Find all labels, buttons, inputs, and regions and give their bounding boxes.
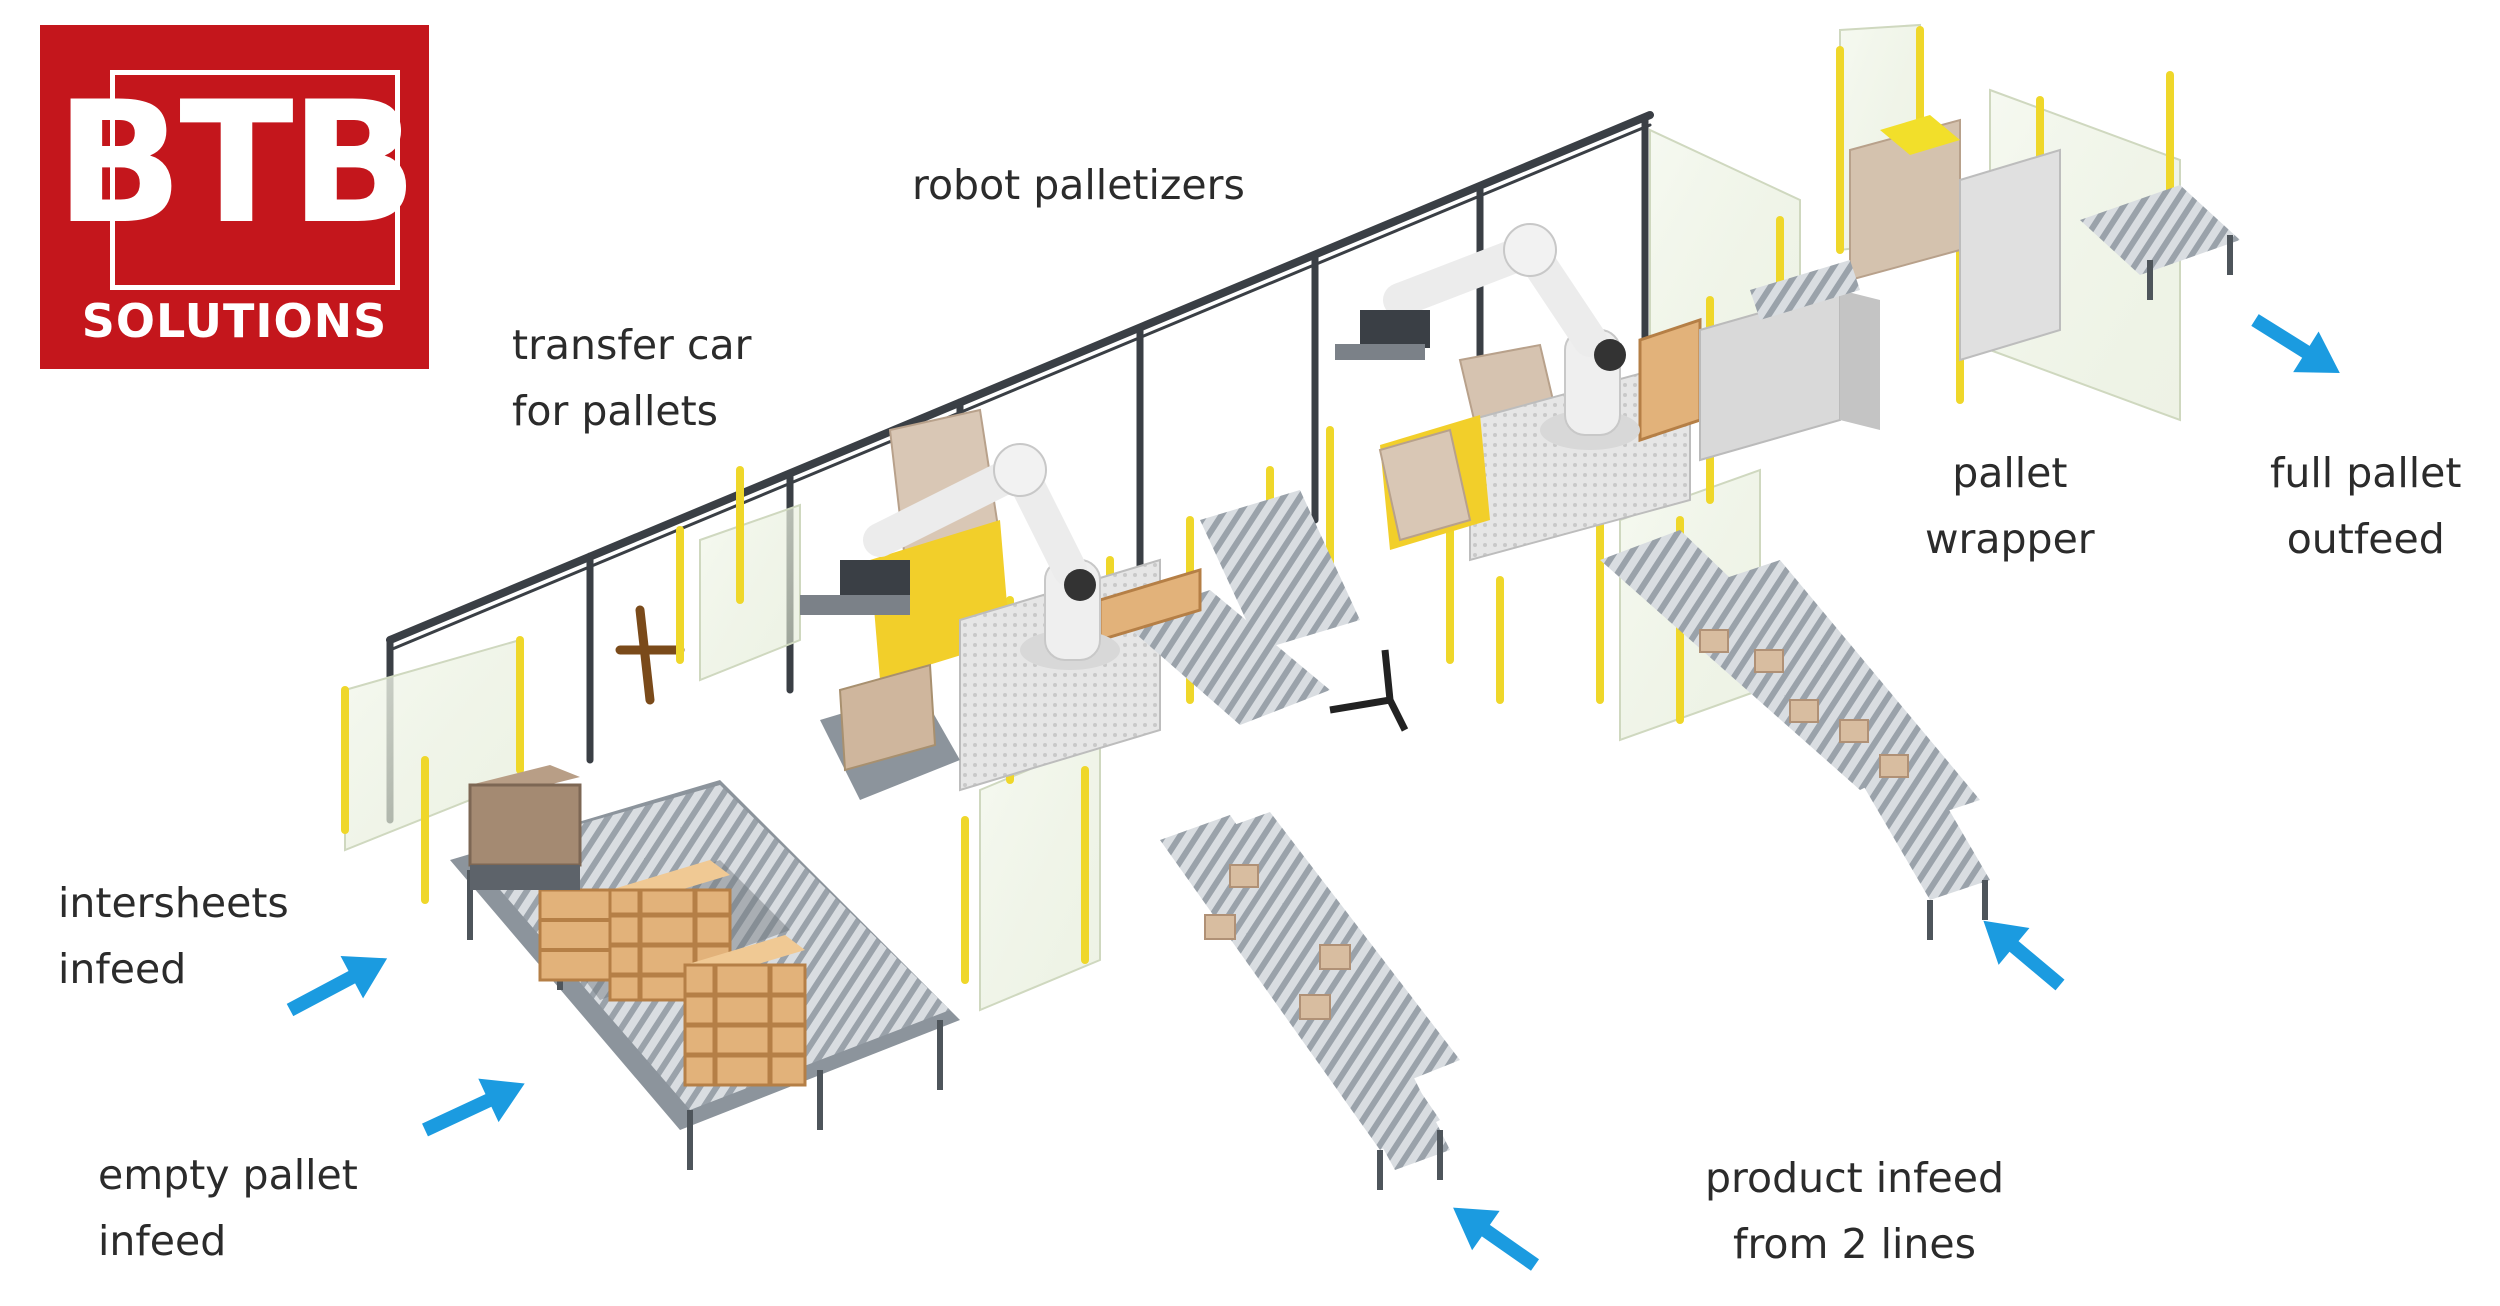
- label-product-infeed-line-2: from 2 lines: [1733, 1220, 1976, 1268]
- pallet-wrapper: [1699, 115, 2240, 462]
- label-intersheets-infeed: intersheets infeed: [58, 870, 289, 1002]
- empty-pallet-infeed-arrow: [422, 1078, 525, 1137]
- label-pallet-wrapper-line-2: wrapper: [1925, 515, 2095, 563]
- intersheets-infeed-arrow: [286, 955, 388, 1017]
- product-infeed-arrow-2: [1983, 920, 2065, 991]
- label-empty-pallet-infeed: empty pallet infeed: [98, 1142, 358, 1274]
- label-product-infeed-line-1: product infeed: [1705, 1154, 2005, 1202]
- label-product-infeed: product infeed from 2 lines: [1705, 1145, 2004, 1277]
- label-pallet-wrapper-line-1: pallet: [1952, 449, 2068, 497]
- label-full-pallet-outfeed: full pallet outfeed: [2270, 440, 2461, 572]
- robot-cell-1: [800, 408, 1330, 800]
- label-intersheets-infeed-line-1: intersheets: [58, 879, 289, 927]
- label-transfer-car-line-2: for pallets: [512, 387, 719, 435]
- full-pallet-outfeed-arrow: [2251, 314, 2340, 373]
- logo-name: BTB: [55, 65, 418, 261]
- logo-subtitle: SOLUTIONS: [81, 294, 388, 348]
- label-robot-palletizers: robot palletizers: [912, 152, 1245, 218]
- label-transfer-car: transfer car for pallets: [512, 312, 751, 444]
- label-full-pallet-outfeed-line-2: outfeed: [2286, 515, 2445, 563]
- label-empty-pallet-infeed-line-1: empty pallet: [98, 1151, 358, 1199]
- flow-arrows: [286, 314, 2340, 1271]
- product-infeed-conveyors: [1160, 530, 1990, 1190]
- logo-frame: [110, 70, 400, 290]
- robot-cell-2: [1200, 223, 1702, 732]
- label-transfer-car-line-1: transfer car: [512, 321, 752, 369]
- label-pallet-wrapper: pallet wrapper: [1925, 440, 2095, 572]
- company-logo: BTB SOLUTIONS: [40, 25, 429, 369]
- product-infeed-arrow-1: [1453, 1207, 1540, 1271]
- label-empty-pallet-infeed-line-2: infeed: [98, 1217, 227, 1265]
- label-intersheets-infeed-line-2: infeed: [58, 945, 187, 993]
- label-robot-palletizers-text: robot palletizers: [912, 161, 1245, 209]
- wooden-pallets: [468, 765, 807, 1087]
- label-full-pallet-outfeed-line-1: full pallet: [2270, 449, 2462, 497]
